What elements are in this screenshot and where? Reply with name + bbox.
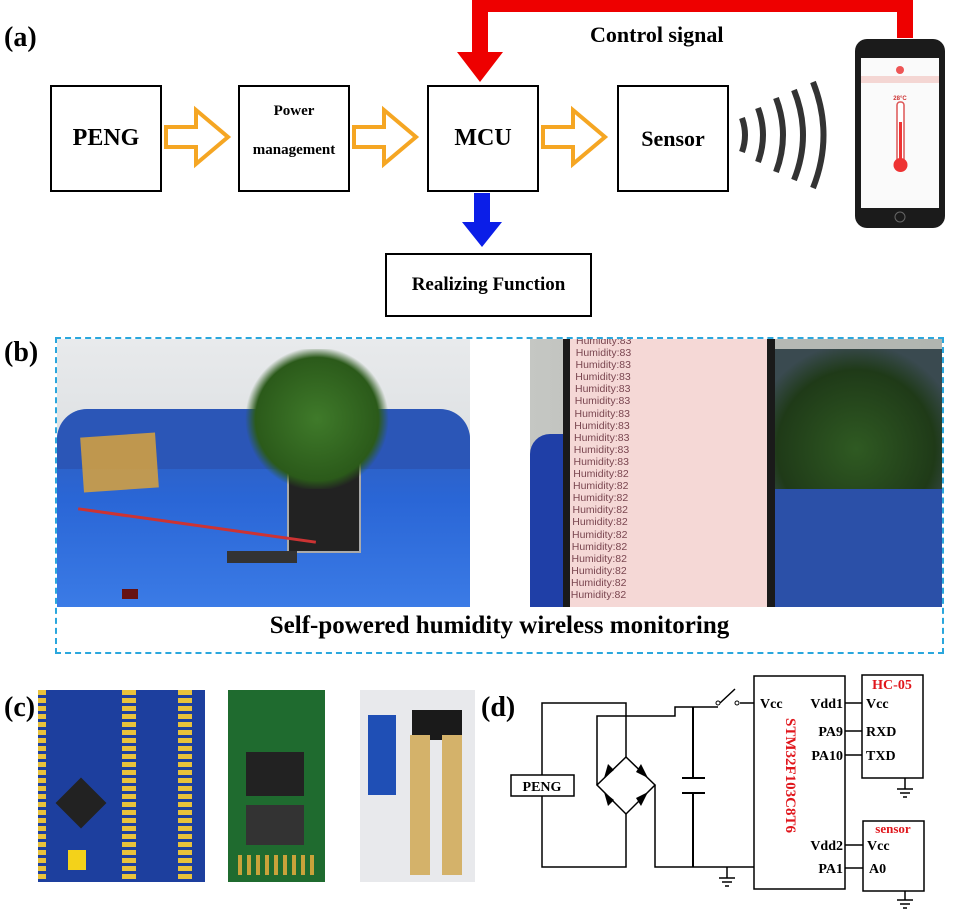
humidity-reading: Humidity:82 bbox=[571, 576, 627, 589]
flow-arrow-2 bbox=[352, 105, 420, 169]
pin-vdd2: Vdd2 bbox=[810, 839, 843, 854]
hc05-pin-rxd: RXD bbox=[866, 725, 896, 740]
phone-temperature: 28°C bbox=[893, 96, 907, 102]
photo-stm32-board bbox=[38, 690, 205, 882]
control-signal-label: Control signal bbox=[590, 22, 724, 47]
hc05-pin-txd: TXD bbox=[866, 749, 896, 764]
humidity-reading: Humidity:83 bbox=[575, 359, 631, 372]
block-sensor: Sensor bbox=[617, 85, 729, 192]
diodes bbox=[604, 764, 648, 806]
pin-vcc: Vcc bbox=[760, 697, 783, 712]
panel-label-b: (b) bbox=[4, 337, 39, 368]
block-mcu: MCU bbox=[427, 85, 539, 192]
pin-pa10: PA10 bbox=[811, 749, 843, 764]
power-label-line2: management bbox=[252, 142, 336, 158]
humidity-reading: Humidity:83 bbox=[576, 339, 632, 347]
positive-wire bbox=[596, 706, 718, 785]
wireless-signal-icon bbox=[739, 80, 827, 190]
humidity-reading: Humidity:83 bbox=[575, 383, 631, 396]
sensor-pin-vcc: Vcc bbox=[867, 839, 890, 854]
humidity-reading: Humidity:83 bbox=[575, 347, 632, 360]
flow-arrow-3 bbox=[541, 105, 609, 169]
block-power-management: Power management bbox=[238, 85, 350, 192]
ground-icon-sensor bbox=[897, 891, 913, 909]
humidity-reading: Humidity:82 bbox=[571, 540, 628, 553]
panel-label-c: (c) bbox=[4, 692, 36, 723]
photo-experimental-setup bbox=[57, 339, 470, 607]
humidity-reading: Humidity:82 bbox=[572, 504, 628, 517]
ground-icon-hc05 bbox=[897, 778, 913, 798]
humidity-reading: Humidity:83 bbox=[573, 455, 629, 468]
hc05-label: HC-05 bbox=[872, 678, 912, 693]
switch bbox=[719, 688, 736, 704]
pin-vdd1: Vdd1 bbox=[810, 697, 843, 712]
panel-b-caption: Self-powered humidity wireless monitorin… bbox=[269, 612, 730, 639]
humidity-reading: Humidity:82 bbox=[572, 516, 628, 529]
ground-wire bbox=[654, 785, 754, 868]
humidity-reading: Humidity:82 bbox=[571, 564, 627, 577]
humidity-reading: Humidity:82 bbox=[573, 480, 629, 493]
photo-hc05-module bbox=[228, 690, 325, 882]
control-signal-arrow bbox=[457, 0, 913, 82]
photo-humidity-sensor bbox=[360, 690, 475, 882]
humidity-reading: Humidity:82 bbox=[572, 492, 629, 505]
plant bbox=[242, 349, 392, 489]
smartphone-icon: 28°C bbox=[855, 39, 945, 228]
capacitor bbox=[682, 707, 705, 867]
pin-pa9: PA9 bbox=[818, 725, 843, 740]
humidity-reading: Humidity:83 bbox=[574, 419, 630, 432]
pin-pa1: PA1 bbox=[818, 862, 843, 877]
panel-label-a: (a) bbox=[4, 22, 37, 53]
block-diagram-arrows: 28°C bbox=[164, 0, 945, 247]
humidity-reading: Humidity:83 bbox=[573, 443, 630, 456]
humidity-reading: Humidity:82 bbox=[571, 552, 627, 565]
humidity-reading: Humidity:83 bbox=[575, 371, 631, 384]
hc05-box bbox=[861, 674, 924, 779]
mcu-label: STM32F103C8T6 bbox=[782, 718, 798, 834]
humidity-reading: Humidity:82 bbox=[572, 528, 628, 541]
block-realizing-function: Realizing Function bbox=[385, 253, 592, 317]
panel-label-d: (d) bbox=[481, 692, 516, 723]
humidity-reading: Humidity:83 bbox=[574, 395, 631, 408]
power-label-line1: Power bbox=[273, 103, 315, 119]
mcu-chip bbox=[753, 675, 846, 890]
panel-b-frame bbox=[55, 337, 944, 654]
sensor-box bbox=[862, 820, 925, 892]
humidity-reading: Humidity:82 bbox=[570, 588, 627, 601]
humidity-reading: Humidity:83 bbox=[574, 431, 630, 444]
bridge-rectifier bbox=[595, 755, 657, 816]
ground-icon bbox=[719, 867, 735, 887]
humidity-reading: Humidity:82 bbox=[573, 468, 629, 481]
output-arrow bbox=[462, 193, 502, 247]
sensor-label: sensor bbox=[875, 821, 911, 836]
block-peng: PENG bbox=[50, 85, 162, 192]
flow-arrow-1 bbox=[164, 105, 232, 169]
sensor-pin-a0: A0 bbox=[869, 862, 886, 877]
humidity-reading: Humidity:83 bbox=[574, 407, 630, 420]
hc05-pin-vcc: Vcc bbox=[866, 697, 889, 712]
peng-source-label: PENG bbox=[523, 780, 562, 795]
